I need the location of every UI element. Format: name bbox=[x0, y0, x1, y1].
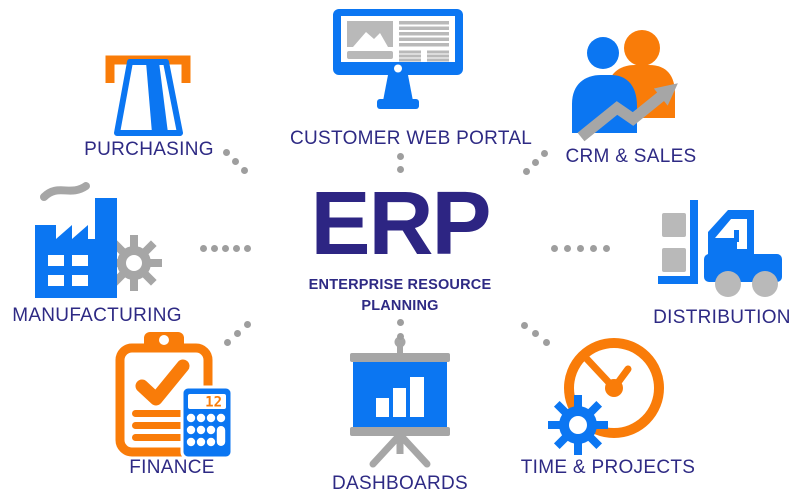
dot bbox=[551, 245, 558, 252]
clock-face bbox=[564, 338, 664, 438]
clip-hole bbox=[159, 335, 169, 345]
monitor-base bbox=[377, 99, 419, 109]
dot bbox=[397, 319, 404, 326]
dot bbox=[523, 168, 530, 175]
cargo-boxes bbox=[662, 213, 686, 272]
clipboard-lines bbox=[132, 410, 184, 441]
dot bbox=[577, 245, 584, 252]
card-stripe bbox=[146, 62, 168, 133]
dot bbox=[532, 159, 539, 166]
gear-hole bbox=[126, 255, 142, 271]
easel-frame bbox=[350, 336, 450, 454]
module-purchasing bbox=[102, 48, 202, 143]
dot bbox=[244, 321, 251, 328]
dot bbox=[603, 245, 610, 252]
module-time-projects bbox=[548, 333, 688, 463]
module-manufacturing bbox=[28, 182, 163, 303]
erp-subtitle: ENTERPRISE RESOURCE PLANNING bbox=[308, 277, 492, 314]
checkmark-icon bbox=[135, 359, 190, 406]
dot bbox=[224, 339, 231, 346]
person-front bbox=[572, 37, 637, 133]
label-manufacturing: MANUFACTURING bbox=[12, 305, 182, 326]
dot bbox=[532, 330, 539, 337]
monitor-button bbox=[394, 64, 402, 73]
module-crm-sales bbox=[567, 24, 697, 146]
dot bbox=[233, 245, 240, 252]
bar-chart-icon bbox=[376, 377, 424, 417]
clock-center bbox=[605, 379, 623, 397]
clock-gear-icon bbox=[548, 338, 664, 455]
label-time-projects: TIME & PROJECTS bbox=[520, 457, 696, 478]
module-distribution bbox=[652, 200, 792, 305]
dot bbox=[543, 339, 550, 346]
gear-hole bbox=[569, 416, 587, 434]
dot bbox=[590, 245, 597, 252]
module-dashboards bbox=[345, 336, 455, 471]
factory-building bbox=[35, 198, 117, 298]
dot bbox=[222, 245, 229, 252]
people-growth-arrow-icon bbox=[572, 30, 678, 142]
dot bbox=[232, 158, 239, 165]
label-distribution: DISTRIBUTION bbox=[653, 307, 791, 328]
dot bbox=[234, 330, 241, 337]
easel-legs bbox=[369, 434, 431, 468]
factory-windows bbox=[48, 255, 88, 286]
forklift-icon bbox=[658, 200, 782, 297]
label-purchasing: PURCHASING bbox=[84, 139, 214, 160]
monitor-stand bbox=[383, 75, 413, 101]
screen-content bbox=[347, 21, 449, 62]
dot bbox=[211, 245, 218, 252]
calculator-screen bbox=[188, 394, 226, 409]
dot bbox=[541, 150, 548, 157]
erp-center: ERP ENTERPRISE RESOURCE PLANNING bbox=[300, 174, 500, 316]
module-customer-web-portal bbox=[333, 9, 463, 119]
presentation-chart-icon bbox=[350, 336, 450, 468]
monitor-icon bbox=[333, 9, 463, 109]
dot bbox=[241, 167, 248, 174]
dot bbox=[521, 322, 528, 329]
dot bbox=[244, 245, 251, 252]
label-crm-sales: CRM & SALES bbox=[565, 146, 697, 167]
cab-lever bbox=[734, 230, 739, 242]
calculator-display: 12 bbox=[205, 395, 222, 411]
card-slot-icon bbox=[105, 55, 191, 136]
dot bbox=[223, 149, 230, 156]
dot bbox=[200, 245, 207, 252]
module-finance: 12 bbox=[108, 330, 234, 465]
erp-title: ERP bbox=[310, 174, 491, 274]
clipboard-calculator-icon: 12 bbox=[115, 332, 234, 460]
factory-gear-icon bbox=[35, 182, 162, 298]
wheel bbox=[752, 271, 778, 297]
smoke bbox=[40, 182, 90, 201]
dot bbox=[397, 166, 404, 173]
label-finance: FINANCE bbox=[129, 457, 215, 478]
dot bbox=[397, 333, 404, 340]
image-placeholder-icon bbox=[353, 32, 388, 47]
calculator-buttons bbox=[186, 413, 226, 447]
wheel bbox=[715, 271, 741, 297]
dot bbox=[397, 153, 404, 160]
dot bbox=[564, 245, 571, 252]
label-dashboards: DASHBOARDS bbox=[331, 473, 469, 494]
label-customer-web-portal: CUSTOMER WEB PORTAL bbox=[290, 128, 533, 149]
growth-arrow-icon bbox=[577, 83, 678, 142]
